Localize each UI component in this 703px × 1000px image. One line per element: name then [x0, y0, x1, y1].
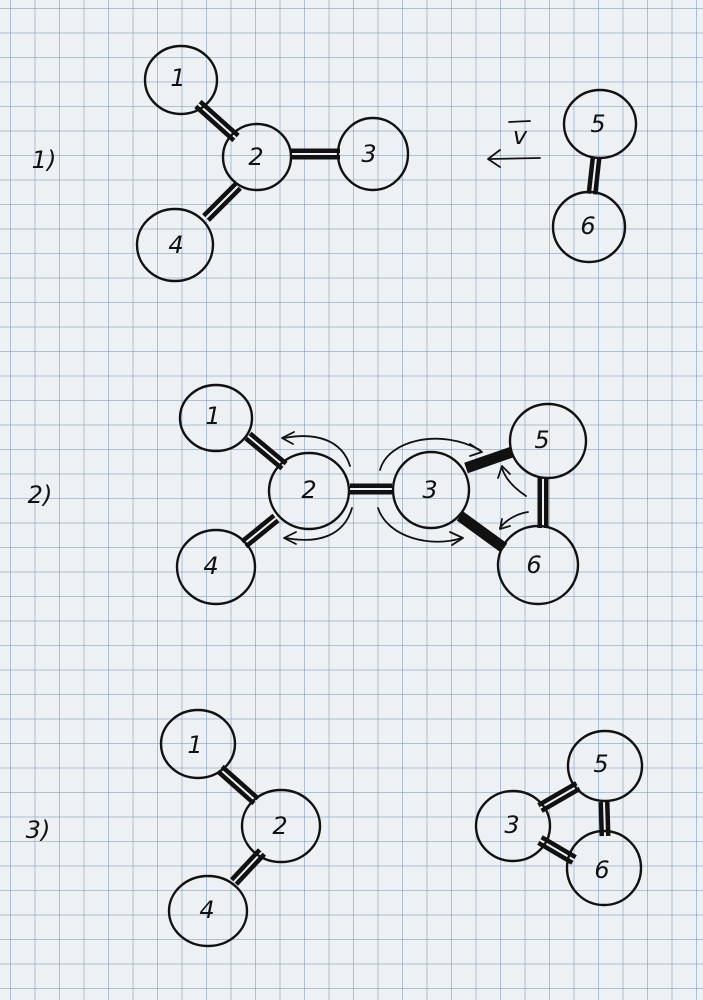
bond-2-4: [229, 848, 267, 886]
step-2: 1 2 3 4 5 6: [175, 383, 588, 606]
svg-text:6: 6: [594, 856, 609, 884]
svg-text:5: 5: [593, 750, 608, 778]
atom-6: 6: [551, 190, 627, 264]
atom-2: 2: [240, 788, 322, 864]
bond-3-5: [464, 446, 514, 474]
svg-text:6: 6: [526, 551, 541, 579]
svg-text:1: 1: [205, 402, 220, 430]
svg-text:4: 4: [168, 231, 183, 259]
atom-4: 4: [175, 528, 257, 606]
atom-4: 4: [167, 874, 249, 948]
velocity-arrow: v: [487, 120, 541, 168]
svg-text:3: 3: [504, 811, 519, 839]
bond-5-6: [586, 157, 602, 195]
svg-text:2: 2: [301, 476, 316, 504]
svg-text:4: 4: [203, 552, 218, 580]
svg-text:4: 4: [199, 896, 214, 924]
atom-3: 3: [391, 450, 471, 530]
svg-text:2: 2: [248, 143, 263, 171]
svg-text:5: 5: [534, 426, 549, 454]
svg-text:5: 5: [590, 110, 605, 138]
step-label-2: 2): [28, 481, 53, 509]
atom-1: 1: [159, 708, 237, 780]
atom-4: 4: [135, 207, 215, 283]
atom-6: 6: [565, 829, 643, 907]
step-label-3: 3): [26, 816, 51, 844]
svg-text:3: 3: [422, 476, 437, 504]
atom-5: 5: [508, 402, 588, 480]
atom-6: 6: [496, 524, 580, 606]
step-3: 1 2 4 3 5 6: [159, 708, 644, 948]
bond-2-4: [202, 182, 242, 222]
step-1: 1 2 3 4 5 6 v: [135, 44, 638, 283]
step-label-1: 1): [32, 146, 57, 174]
bond-1-2: [216, 764, 260, 806]
atom-5: 5: [566, 729, 644, 803]
bond-1-2: [194, 99, 240, 143]
svg-text:2: 2: [272, 812, 287, 840]
atom-1: 1: [178, 383, 254, 453]
bond-3-5: [537, 781, 581, 813]
svg-text:1: 1: [170, 64, 185, 92]
velocity-label: v: [513, 122, 528, 150]
svg-text:3: 3: [361, 140, 376, 168]
atom-3: 3: [336, 116, 410, 192]
bond-3-6: [456, 511, 508, 553]
atom-1: 1: [143, 44, 219, 116]
bond-2-4: [240, 513, 280, 549]
svg-text:1: 1: [187, 731, 202, 759]
atom-3: 3: [474, 789, 552, 863]
atom-2: 2: [221, 122, 293, 192]
bond-1-2: [244, 431, 288, 471]
atom-2: 2: [267, 451, 351, 531]
atom-5: 5: [562, 88, 638, 160]
svg-text:6: 6: [580, 212, 595, 240]
rotation-arrows: [281, 431, 529, 546]
